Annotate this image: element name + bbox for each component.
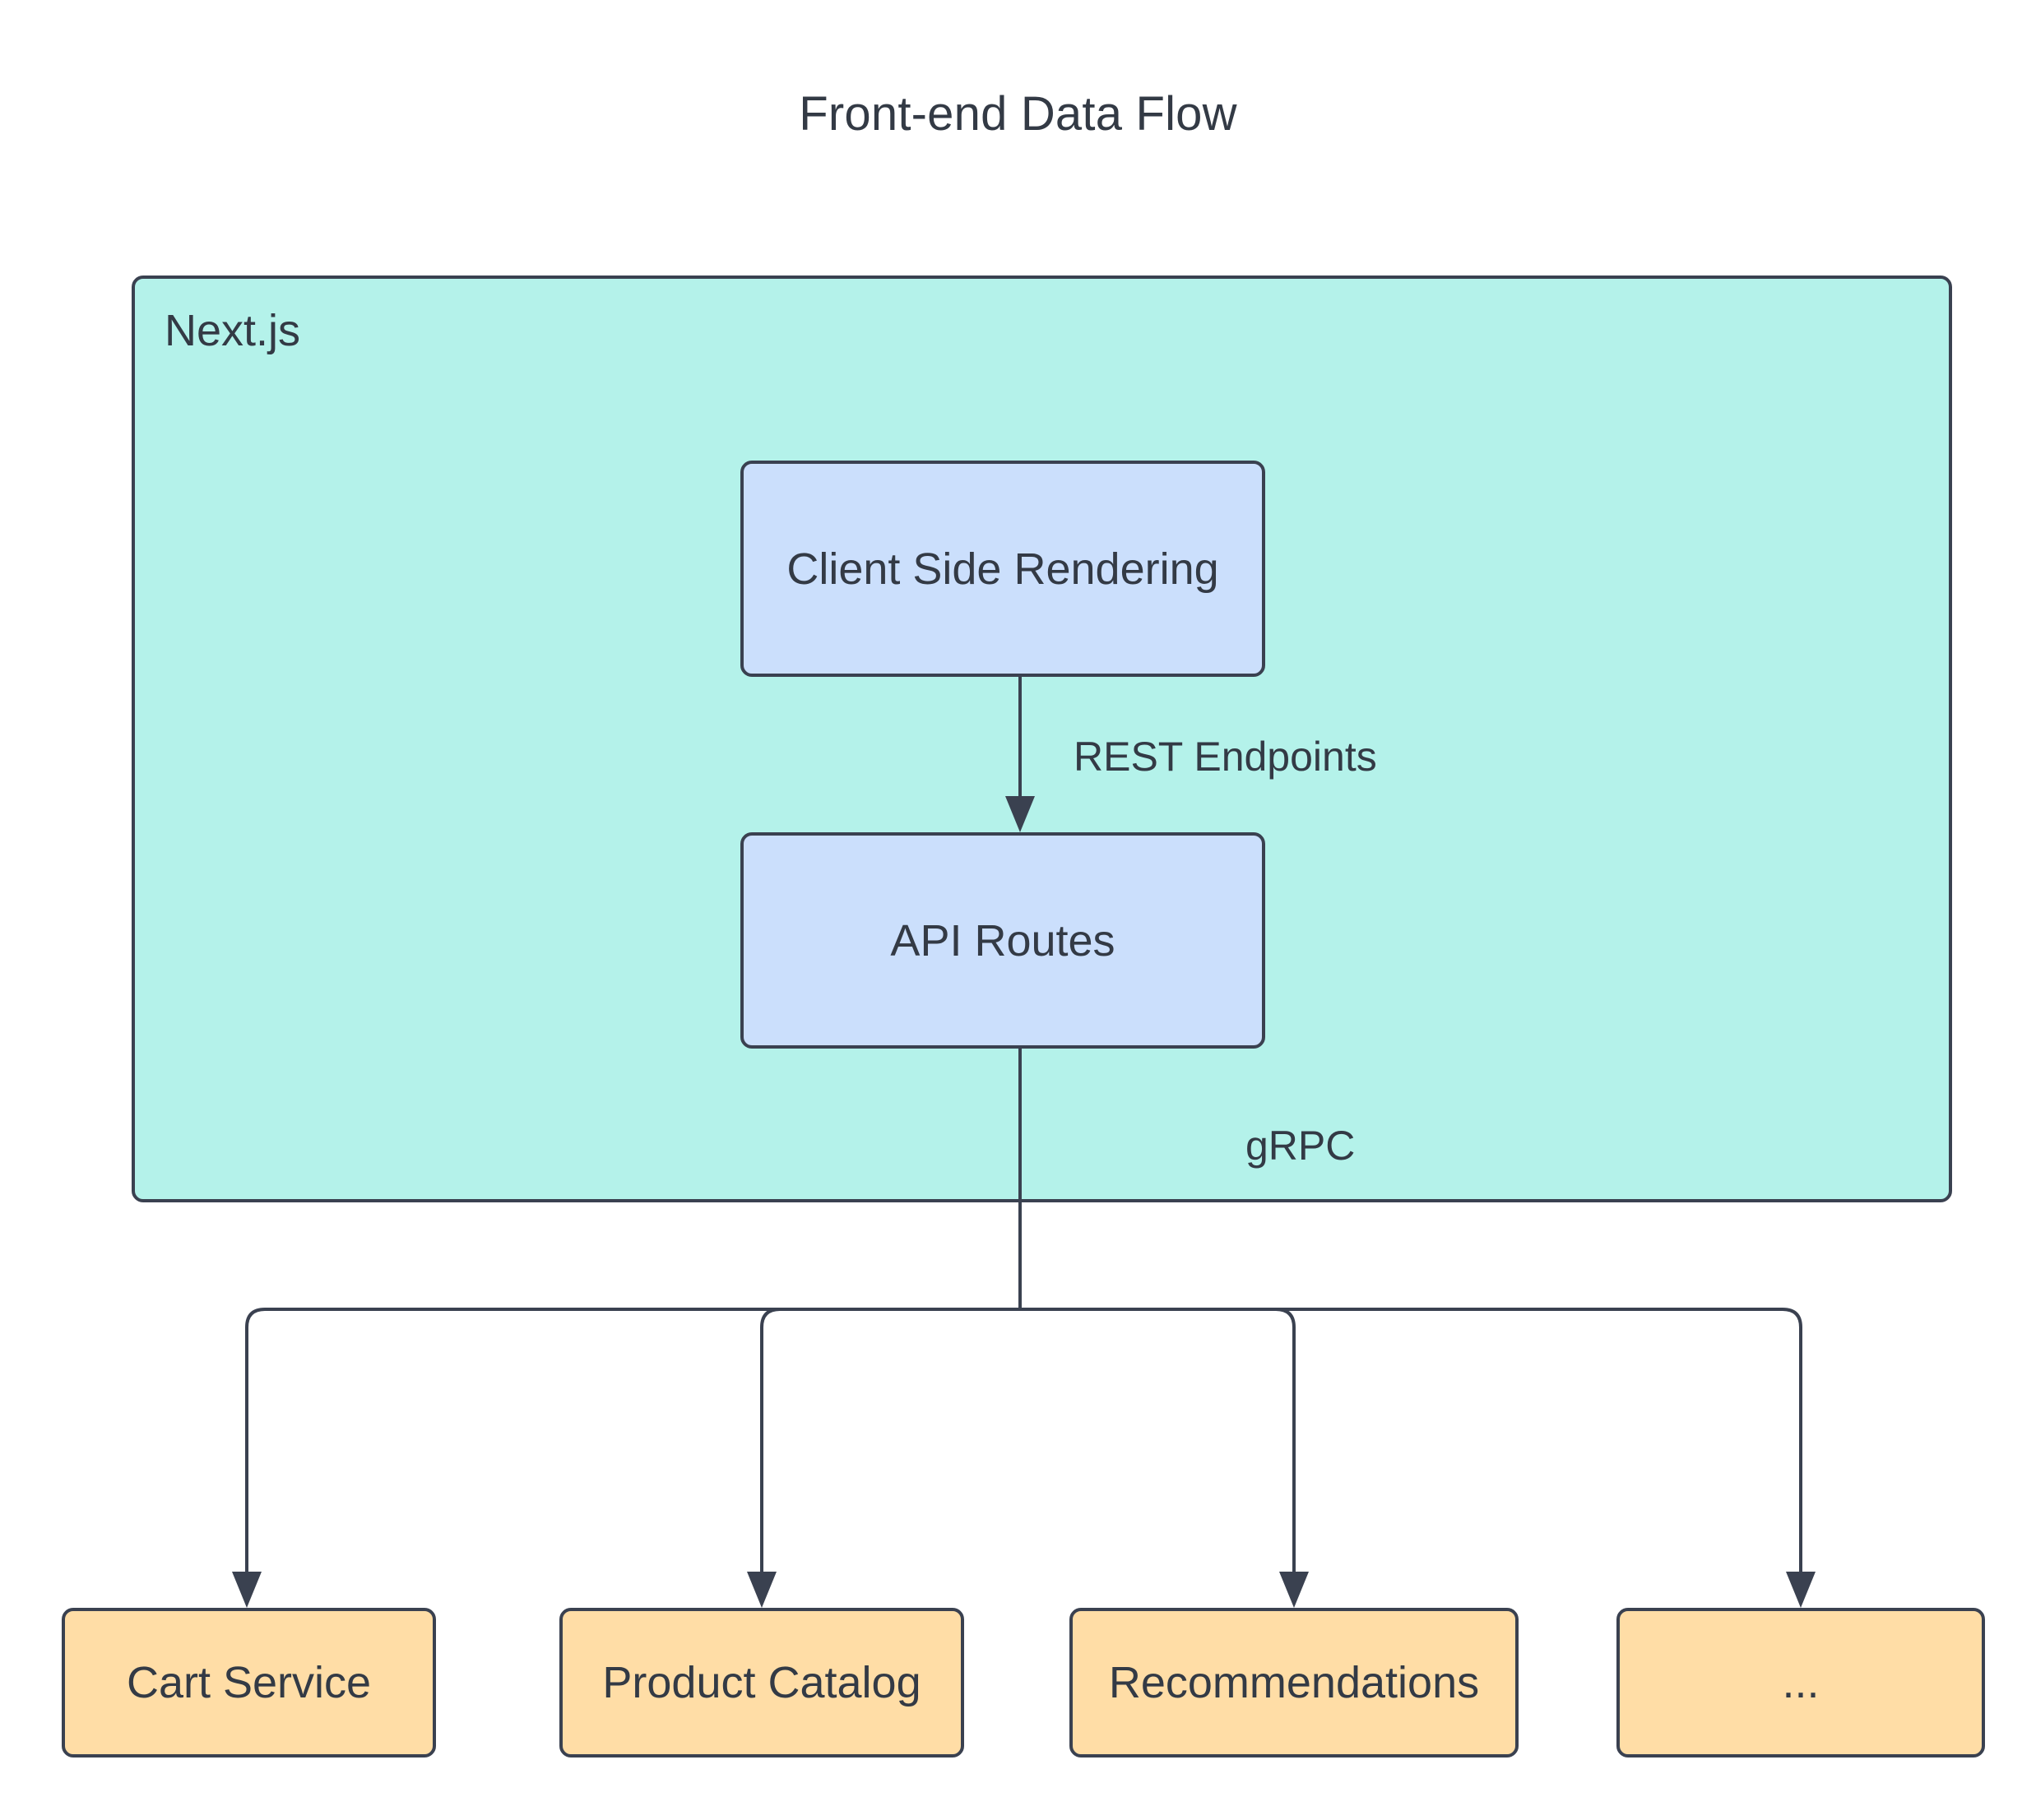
node-label-cart-service: Cart Service	[126, 1658, 372, 1707]
node-label-more-services: ...	[1782, 1658, 1820, 1707]
edge-api-routes-to-more	[1020, 1308, 1816, 1608]
node-more-services[interactable]: ...	[1616, 1608, 1985, 1757]
subgraph-nextjs	[132, 276, 1952, 1202]
edge-api-routes-to-catalog	[747, 1308, 1020, 1608]
node-api-routes[interactable]: API Routes	[740, 832, 1265, 1049]
page-title: Front-end Data Flow	[799, 87, 1237, 141]
edge-api-routes-to-cart	[232, 1308, 1020, 1608]
node-label-product-catalog: Product Catalog	[602, 1658, 921, 1707]
edge-label-grpc: gRPC	[1245, 1123, 1356, 1169]
node-label-api-routes: API Routes	[890, 915, 1115, 966]
node-label-client-side-rendering: Client Side Rendering	[786, 544, 1219, 594]
node-label-recommendations: Recommendations	[1108, 1658, 1480, 1707]
node-cart-service[interactable]: Cart Service	[62, 1608, 436, 1757]
edge-api-routes-to-recommendations	[1020, 1308, 1309, 1608]
node-client-side-rendering[interactable]: Client Side Rendering	[740, 461, 1265, 677]
subgraph-nextjs-label: Next.js	[165, 306, 301, 355]
node-product-catalog[interactable]: Product Catalog	[559, 1608, 964, 1757]
edge-label-rest-endpoints: REST Endpoints	[1074, 734, 1377, 780]
node-recommendations[interactable]: Recommendations	[1069, 1608, 1519, 1757]
